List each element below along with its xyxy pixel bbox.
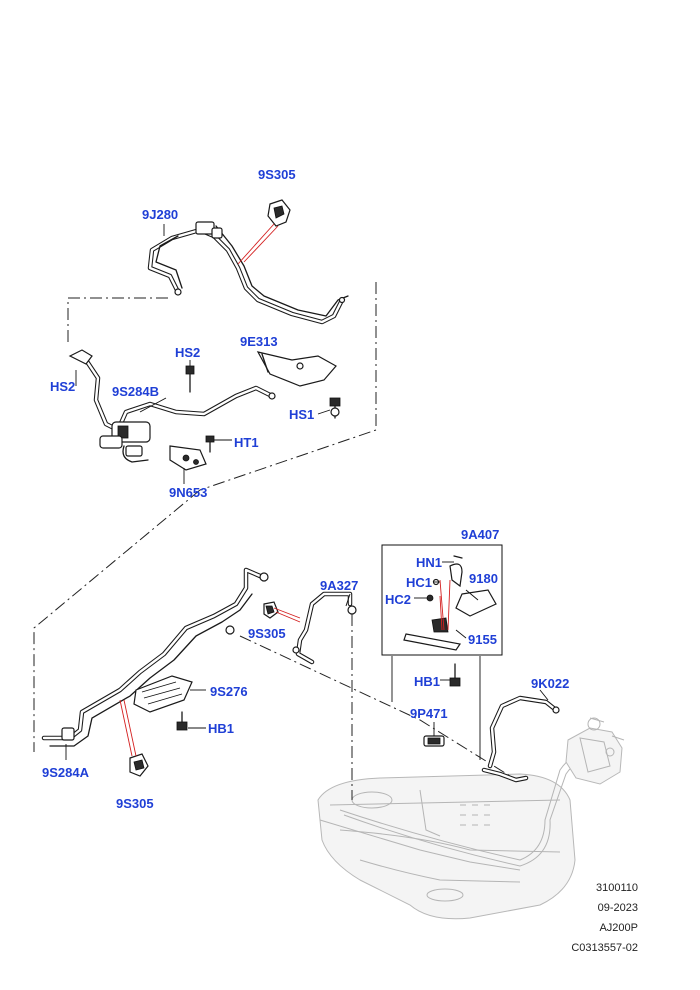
part-labels: 9S305 9J280 9E313 HS2 HS2 9S284B HS1 HT1… bbox=[42, 167, 569, 811]
ref-illustration-id: C0313557-02 bbox=[571, 942, 638, 954]
group-outline-top bbox=[67, 282, 377, 491]
ref-code: 3100110 bbox=[595, 882, 638, 894]
label-9a327: 9A327 bbox=[320, 578, 358, 593]
clip-9p471 bbox=[423, 735, 445, 747]
label-9j280: 9J280 bbox=[142, 207, 178, 222]
label-hb1-left: HB1 bbox=[208, 721, 234, 736]
label-hn1: HN1 bbox=[416, 555, 442, 570]
label-hs2-left: HS2 bbox=[50, 379, 75, 394]
clip-9s305-middle bbox=[263, 601, 279, 619]
label-hc1: HC1 bbox=[406, 575, 432, 590]
bolt-hs1 bbox=[329, 397, 341, 419]
label-9s276: 9S276 bbox=[210, 684, 248, 699]
label-9s284a: 9S284A bbox=[42, 765, 90, 780]
label-hc2: HC2 bbox=[385, 592, 411, 607]
valve-assembly bbox=[99, 421, 151, 463]
box-drop-lines bbox=[391, 656, 481, 760]
label-ht1: HT1 bbox=[234, 435, 259, 450]
clip-9s305-bottom bbox=[129, 753, 149, 777]
label-9155: 9155 bbox=[468, 632, 497, 647]
label-9n653: 9N653 bbox=[169, 485, 207, 500]
label-9180: 9180 bbox=[469, 571, 498, 586]
label-hs1: HS1 bbox=[289, 407, 314, 422]
fuel-filler-parts bbox=[403, 555, 497, 651]
screw-hs2-top bbox=[185, 365, 195, 393]
bolt-hb1-left bbox=[176, 711, 188, 731]
pipe-9a327 bbox=[292, 591, 357, 665]
ref-model: AJ200P bbox=[599, 922, 638, 934]
assembly-line-a bbox=[239, 635, 511, 777]
heat-shield-9s276 bbox=[133, 675, 193, 713]
pipe-9s284b bbox=[68, 349, 276, 433]
label-9p471: 9P471 bbox=[410, 706, 448, 721]
label-9s305-top: 9S305 bbox=[258, 167, 296, 182]
label-leaders bbox=[65, 224, 549, 760]
hose-9k022 bbox=[481, 695, 560, 783]
label-9s305-bottom: 9S305 bbox=[116, 796, 154, 811]
clip-9s305-top bbox=[267, 199, 291, 227]
bolt-hb1-right bbox=[449, 663, 461, 687]
label-hb1-right: HB1 bbox=[414, 674, 440, 689]
label-hs2-top: HS2 bbox=[175, 345, 200, 360]
label-9s305-middle: 9S305 bbox=[248, 626, 286, 641]
fuel-tank-ghost bbox=[317, 773, 576, 920]
ref-date: 09-2023 bbox=[597, 902, 638, 914]
fastener-ht1 bbox=[205, 435, 215, 453]
label-9e313: 9E313 bbox=[240, 334, 278, 349]
engine-component-ghost bbox=[565, 717, 625, 785]
pipe-9s284a bbox=[41, 567, 269, 747]
red-leader-lines bbox=[119, 223, 451, 757]
hose-9j280 bbox=[147, 221, 349, 325]
label-9s284b: 9S284B bbox=[112, 384, 159, 399]
label-9k022: 9K022 bbox=[531, 676, 569, 691]
bracket-9e313 bbox=[256, 351, 337, 387]
group-box-9a407 bbox=[381, 544, 503, 656]
group-outline-middle bbox=[33, 489, 201, 752]
drawing-reference: 3100110 09-2023 AJ200P C0313557-02 bbox=[571, 878, 638, 958]
label-9a407: 9A407 bbox=[461, 527, 499, 542]
bracket-9n653 bbox=[169, 445, 207, 471]
